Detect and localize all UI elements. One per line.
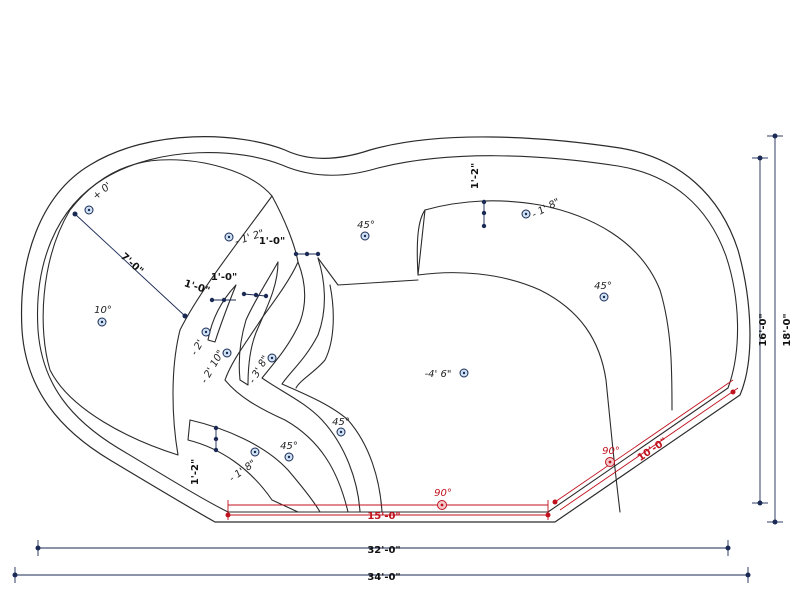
crosshair-circle-icon <box>599 292 609 302</box>
crosshair-circle-icon <box>284 452 294 462</box>
top-right-step-outline <box>424 200 673 411</box>
coping-outer-outline <box>20 136 751 523</box>
swimout-outline <box>207 284 237 343</box>
overall-length-label: 34'-0" <box>367 572 400 583</box>
step-top-width-label: 1'-2" <box>470 163 481 189</box>
lower-step-width-label: 1'-2" <box>190 459 201 485</box>
crosshair-circle-icon <box>84 205 94 215</box>
crosshair-circle-icon <box>336 427 346 437</box>
swimout-depth-label: - 2' <box>189 338 206 357</box>
inner-width-label: 16'-0" <box>758 313 769 346</box>
step-2-depth-label: - 2' 10" <box>199 348 227 385</box>
bottom-straight-label: 15'-0" <box>367 511 400 522</box>
bench-radius-label: 7'-0" <box>118 251 145 277</box>
swimout-width-a-label: 1'-0" <box>183 278 211 297</box>
crosshair-circle-icon <box>222 348 232 358</box>
crosshair-circle-icon <box>267 353 277 363</box>
top-right-step-edge <box>417 272 613 441</box>
interior-edge-top <box>317 257 419 286</box>
crosshair-circle-icon <box>605 457 615 467</box>
crosshair-circle-icon <box>224 232 234 242</box>
pool-interior-outline <box>36 152 739 513</box>
lower-step-outline <box>187 419 299 513</box>
crosshair-circle-icon <box>97 317 107 327</box>
step-edge-4 <box>295 284 334 389</box>
step-mid-width-label: 1'-0" <box>259 236 285 247</box>
top-right-step-riser <box>416 209 426 276</box>
top-right-step-depth-label: - 1' 8" <box>530 197 562 221</box>
bottom-corner-slope-label: 90° <box>434 488 452 499</box>
crosshair-circle-icon <box>459 368 469 378</box>
overall-width-label: 18'-0" <box>782 313 793 346</box>
bench-outline <box>42 159 273 456</box>
crosshair-circle-icon <box>201 327 211 337</box>
top-mid-slope-label: 45° <box>357 220 375 231</box>
right-wall-slope-label: 45° <box>594 281 612 292</box>
lower-step-depth-label: - 1' 8" <box>227 458 258 484</box>
step-edge-2 <box>261 261 361 513</box>
interior-edge-right <box>611 439 621 513</box>
dot-icon <box>72 211 78 217</box>
crosshair-circle-icon <box>250 447 260 457</box>
crosshair-circle-icon <box>521 209 531 219</box>
step-edge-3 <box>281 257 383 513</box>
step-dimension-ticks <box>209 199 487 453</box>
inner-length-label: 32'-0" <box>367 545 400 556</box>
step-edge-1 <box>224 195 349 513</box>
swimout-width-b-label: 1'-0" <box>211 272 237 283</box>
bench-top-depth-label: + 0' <box>91 181 114 203</box>
lower-mid-slope-label: 45° <box>332 417 350 428</box>
highlight-dimensions <box>225 379 739 520</box>
swimout-step <box>238 261 279 386</box>
step-3-depth-label: - 3' 8" <box>247 354 272 386</box>
lower-left-slope-label: 45° <box>280 441 298 452</box>
deep-depth-label: -4' 6" <box>425 369 452 380</box>
dot-icon <box>182 313 188 319</box>
right-corner-slope-label: 90° <box>602 446 620 457</box>
crosshair-circle-icon <box>437 500 447 510</box>
bench-radius-line <box>74 213 186 317</box>
overall-dimensions <box>12 133 783 583</box>
bench-slope-label: 10° <box>94 305 112 316</box>
crosshair-circle-icon <box>360 231 370 241</box>
